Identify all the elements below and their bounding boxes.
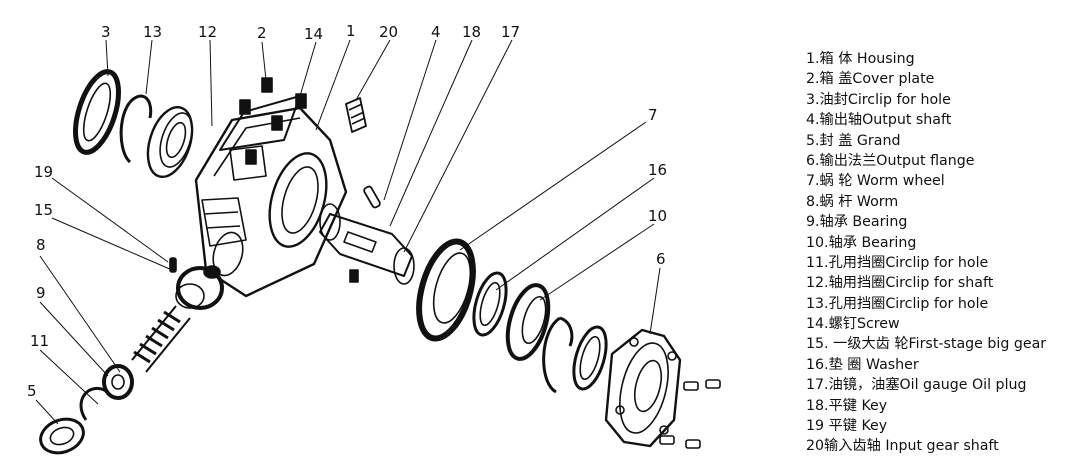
legend-item: 14.螺钉Screw xyxy=(806,316,900,333)
legend-item: 20输入齿轴 Input gear shaft xyxy=(806,438,999,455)
seal-part xyxy=(572,325,608,391)
circlip-11-part xyxy=(79,386,109,421)
legend-item: 9.轴承 Bearing xyxy=(806,214,908,231)
legend-item: 11.孔用挡圈Circlip for hole xyxy=(806,254,989,271)
callout-4: 4 xyxy=(431,23,441,41)
callout-2: 2 xyxy=(257,24,267,42)
callout-13: 13 xyxy=(143,23,162,41)
legend-item: 17.油镜，油塞Oil gauge Oil plug xyxy=(806,377,1027,394)
worm-part xyxy=(131,305,191,373)
legend-item: 5.封 盖 Grand xyxy=(806,132,901,149)
drawing: 1 2 3 4 5 6 7 8 9 10 11 12 13 14 15 16 1… xyxy=(27,22,721,455)
bearing-part xyxy=(146,106,194,178)
big-gear-part xyxy=(175,265,224,310)
callout-17: 17 xyxy=(501,23,520,41)
legend-item: 19 平键 Key xyxy=(806,418,888,435)
callout-10: 10 xyxy=(648,207,667,225)
output-flange-part xyxy=(604,328,682,448)
legend-item: 12.轴用挡圈Circlip for shaft xyxy=(806,275,994,292)
callout-15: 15 xyxy=(34,201,53,219)
callout-3: 3 xyxy=(101,23,111,41)
circlip-12-part xyxy=(542,316,574,394)
callout-1: 1 xyxy=(346,22,356,40)
bearing-9-part xyxy=(102,364,134,400)
legend-item: 2.箱 盖Cover plate xyxy=(806,71,935,88)
key-18-part xyxy=(363,185,381,209)
washer-part xyxy=(472,271,508,337)
callout-11: 11 xyxy=(30,332,49,350)
leader-lines xyxy=(35,39,661,425)
callout-18: 18 xyxy=(462,23,481,41)
legend-item: 1.箱 体 Housing xyxy=(806,51,915,67)
circlip-part xyxy=(119,94,153,164)
legend-item: 4.输出轴Output shaft xyxy=(806,112,952,129)
callout-20: 20 xyxy=(379,23,398,41)
legend-item: 7.蜗 轮 Worm wheel xyxy=(806,173,945,190)
grand-part xyxy=(39,417,85,455)
legend-item: 16.垫 圈 Washer xyxy=(806,356,919,373)
flange-screws-part xyxy=(659,379,721,449)
callout-9: 9 xyxy=(36,284,46,302)
bearing-10-part xyxy=(505,283,551,361)
input-gear-shaft-part xyxy=(345,97,367,133)
legend-item: 18.平键 Key xyxy=(806,397,888,414)
oil-seal-part xyxy=(73,69,121,155)
legend-item: 8.蜗 杆 Worm xyxy=(806,193,899,210)
callout-labels: 1 2 3 4 5 6 7 8 9 10 11 12 13 14 15 16 1… xyxy=(27,22,667,400)
callout-6: 6 xyxy=(656,250,666,268)
callout-16: 16 xyxy=(648,161,667,179)
key-19-part xyxy=(169,257,177,273)
output-shaft-part xyxy=(319,203,415,285)
legend-item: 6.输出法兰Output flange xyxy=(806,152,975,169)
callout-14: 14 xyxy=(304,25,323,43)
callout-8: 8 xyxy=(36,236,46,254)
legend-item: 3.油封Circlip for hole xyxy=(806,91,951,108)
parts-legend: 1.箱 体 Housing 2.箱 盖Cover plate 3.油封Circl… xyxy=(806,49,1046,457)
worm-wheel-part xyxy=(416,238,476,342)
legend-item: 10.轴承 Bearing xyxy=(806,234,917,251)
callout-12: 12 xyxy=(198,23,217,41)
legend-item: 13.孔用挡圈Circlip for hole xyxy=(806,295,989,312)
callout-7: 7 xyxy=(648,106,658,124)
callout-19: 19 xyxy=(34,163,53,181)
legend-item: 15. 一级大齿 轮First-stage big gear xyxy=(806,336,1047,353)
callout-5: 5 xyxy=(27,382,37,400)
